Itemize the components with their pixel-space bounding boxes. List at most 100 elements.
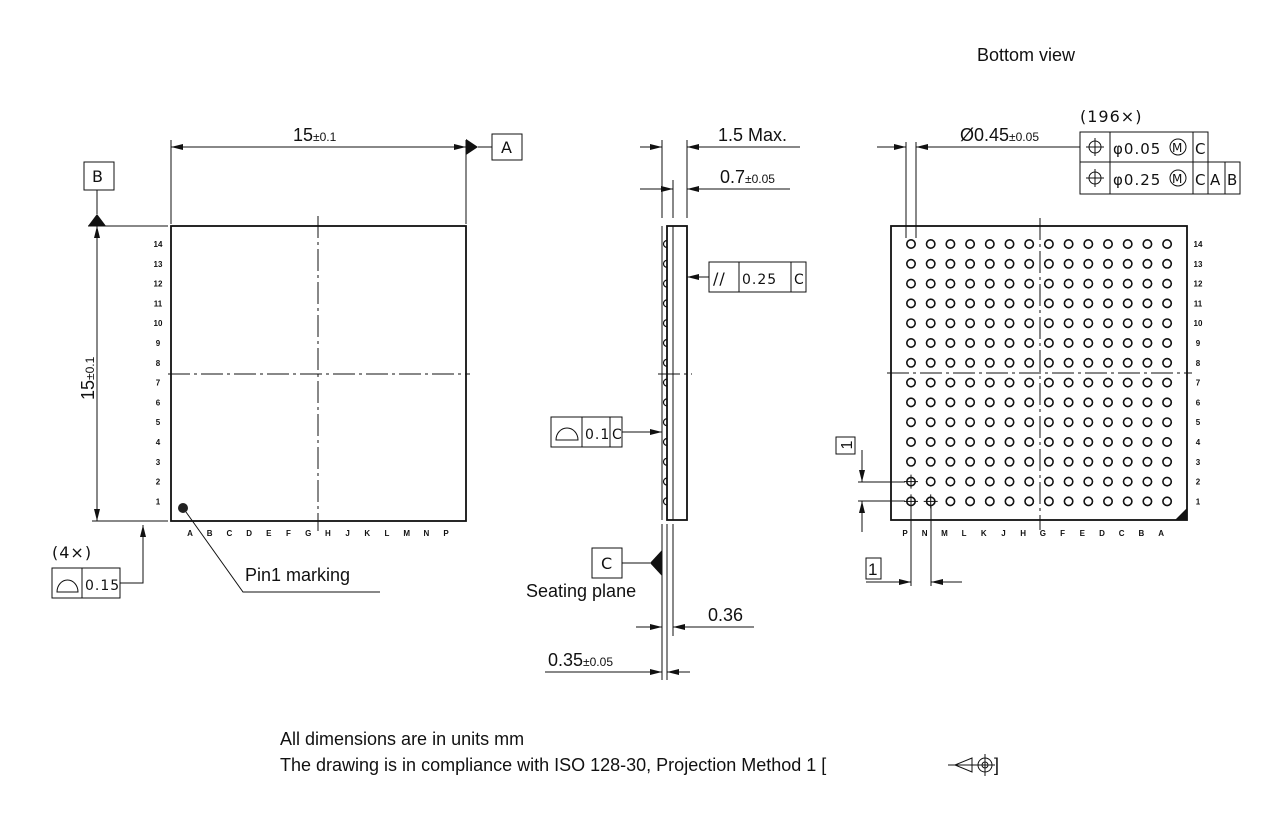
solder-ball [1083,239,1094,250]
solder-ball [1103,298,1114,309]
solder-ball [1083,318,1094,329]
solder-ball [1162,377,1173,388]
solder-ball-side [662,418,668,427]
row-label: 14 [154,240,163,249]
solder-ball [1043,496,1054,507]
solder-ball [945,496,956,507]
solder-ball [1063,377,1074,388]
solder-ball [984,476,995,487]
position-frame-2: φ0.25 M C A B [1079,161,1241,195]
pitch-vertical-box [835,436,856,455]
note-units: All dimensions are in units mm [280,729,524,749]
corner-marker [1175,508,1187,520]
row-label: 13 [154,260,163,269]
solder-ball [1043,417,1054,428]
column-label: C [227,529,233,538]
solder-ball [1083,298,1094,309]
solder-ball [984,298,995,309]
solder-ball [1103,456,1114,467]
datum-c-box [591,547,623,579]
row-label: 13 [1194,260,1203,269]
solder-ball [965,377,976,388]
solder-ball [965,456,976,467]
solder-ball [1063,337,1074,348]
solder-ball [965,298,976,309]
solder-ball [984,397,995,408]
column-label: D [246,529,252,538]
profile-datum: C [612,427,623,443]
solder-ball [1043,239,1054,250]
parallel-icon: // [713,269,726,288]
solder-ball-side [662,319,668,328]
package-body-side [666,225,688,521]
solder-ball [1043,357,1054,368]
solder-ball [984,456,995,467]
solder-ball [925,278,936,289]
column-label: J [345,529,349,538]
solder-ball [1043,436,1054,447]
solder-ball [925,417,936,428]
solder-ball [925,258,936,269]
solder-ball [1063,278,1074,289]
solder-ball [1043,298,1054,309]
solder-ball [925,318,936,329]
solder-ball [925,239,936,250]
solder-ball [1004,496,1015,507]
solder-ball [1142,318,1153,329]
solder-ball [1024,417,1035,428]
solder-ball [965,278,976,289]
solder-ball [1162,357,1173,368]
solder-ball [1103,417,1114,428]
width-label: 15±0.1 [293,125,337,145]
solder-ball [1024,318,1035,329]
solder-ball [1122,278,1133,289]
solder-ball [1083,258,1094,269]
solder-ball [905,417,916,428]
solder-ball [945,476,956,487]
column-label: B [207,529,213,538]
solder-ball [905,456,916,467]
solder-ball [1103,318,1114,329]
solder-ball [1063,417,1074,428]
solder-ball [1142,337,1153,348]
datum-a-box [491,133,523,161]
row-label: 5 [1196,418,1201,427]
row-label: 1 [1196,497,1201,506]
solder-ball [1162,337,1173,348]
solder-ball [905,377,916,388]
position-icon [1086,138,1104,156]
solder-ball-side [662,279,668,288]
solder-ball [1063,436,1074,447]
solder-ball [1142,278,1153,289]
row-label: 12 [154,280,163,289]
solder-ball [984,357,995,368]
frame1-mod: M [1172,141,1183,155]
row-label: 2 [1196,478,1201,487]
solder-ball [1142,258,1153,269]
row-label: 3 [1196,458,1201,467]
frame2-datum-c: C [1195,171,1206,189]
solder-ball [1122,258,1133,269]
flatness-count: (4×) [52,543,92,562]
row-label: 11 [1194,299,1203,308]
solder-ball [1043,337,1054,348]
frame2-datum-a: A [1210,171,1221,189]
solder-ball [945,436,956,447]
solder-ball [1063,298,1074,309]
solder-ball [905,318,916,329]
solder-ball [1004,278,1015,289]
solder-ball [1142,496,1153,507]
note-iso-close: ] [994,755,999,775]
row-label: 1 [156,497,161,506]
solder-ball [1083,377,1094,388]
solder-ball [1024,357,1035,368]
solder-ball [1142,357,1153,368]
datum-a-label: A [501,138,513,157]
solder-ball [945,337,956,348]
column-label: C [1119,529,1125,538]
solder-ball [1083,496,1094,507]
row-label: 7 [156,379,161,388]
solder-ball [1024,298,1035,309]
solder-ball [1103,337,1114,348]
solder-ball [1142,456,1153,467]
